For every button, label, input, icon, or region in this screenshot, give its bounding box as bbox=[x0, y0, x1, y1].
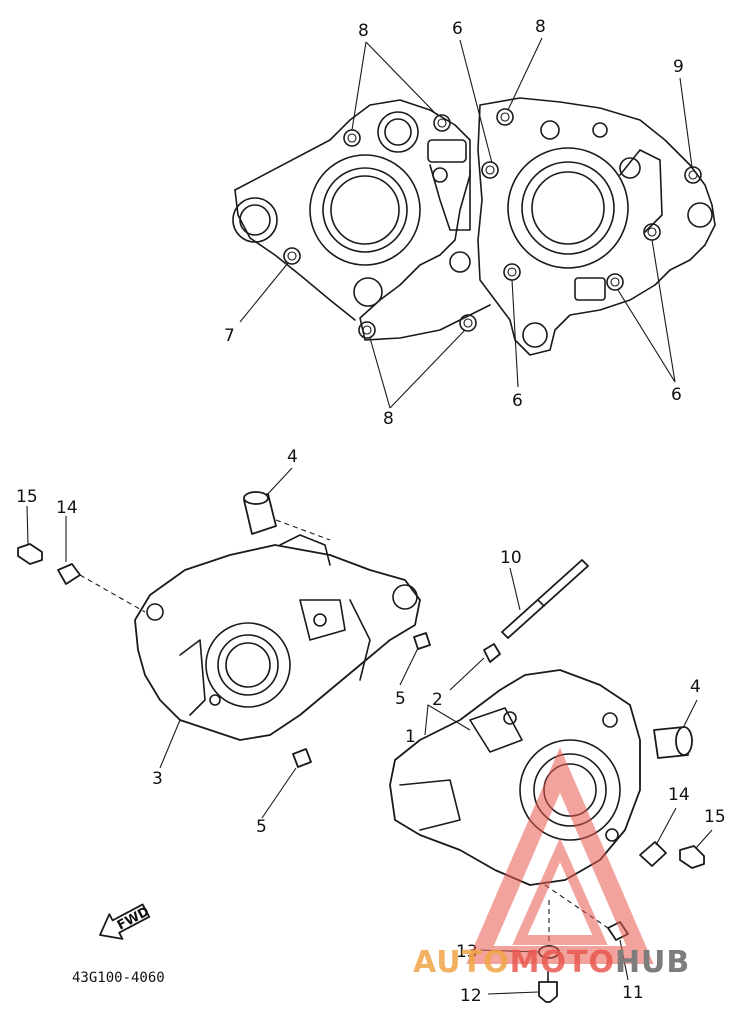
callout-6-bottom-mid: 6 bbox=[512, 391, 523, 411]
crankcase-inner-view bbox=[232, 37, 716, 409]
callout-4-left: 4 bbox=[287, 447, 298, 467]
part-15-bolt-right bbox=[679, 845, 705, 869]
top-leader-lines bbox=[239, 37, 693, 409]
callout-7: 7 bbox=[224, 326, 235, 346]
callout-8-bottom: 8 bbox=[383, 409, 394, 429]
callout-12: 12 bbox=[460, 986, 482, 1006]
watermark-hub: HUB bbox=[615, 945, 690, 980]
svg-text:AUTOMOTOHUB: AUTOMOTOHUB bbox=[413, 945, 690, 980]
callout-3: 3 bbox=[152, 769, 163, 789]
callout-9: 9 bbox=[673, 57, 684, 77]
part-14-clip-right bbox=[639, 841, 667, 867]
part-4-bushing-left bbox=[243, 491, 277, 535]
left-crankcase bbox=[134, 534, 421, 741]
bottom-callouts: 4 15 14 10 5 2 1 4 3 14 15 5 13 12 11 bbox=[16, 447, 726, 1006]
callout-2: 2 bbox=[432, 690, 443, 710]
part-10-shaft bbox=[501, 559, 589, 639]
callout-15-right: 15 bbox=[704, 807, 726, 827]
part-12-bolt bbox=[538, 971, 558, 1003]
callout-6-top: 6 bbox=[452, 19, 463, 39]
bolt-holes bbox=[283, 108, 702, 339]
bottom-leader-lines bbox=[26, 467, 713, 995]
callout-1: 1 bbox=[405, 727, 416, 747]
part-4-bushing-right bbox=[653, 726, 693, 759]
watermark-moto: MOTO bbox=[510, 945, 615, 980]
callout-6-bottom-right: 6 bbox=[671, 385, 682, 405]
callout-8-top-left: 8 bbox=[358, 21, 369, 41]
part-2-fitting bbox=[483, 643, 501, 663]
watermark-auto: AUTO bbox=[413, 945, 510, 980]
callout-4-right: 4 bbox=[690, 677, 701, 697]
callout-8-top-right: 8 bbox=[535, 17, 546, 37]
part-15-bolt-left bbox=[17, 543, 43, 565]
watermark: AUTOMOTOHUB bbox=[413, 747, 690, 980]
callout-14-right: 14 bbox=[668, 785, 690, 805]
watermark-triangle-logo bbox=[466, 747, 654, 964]
top-callouts: 8 6 8 9 7 8 6 6 bbox=[224, 17, 684, 429]
fwd-arrow: FWD bbox=[99, 903, 152, 940]
callout-10: 10 bbox=[500, 548, 522, 568]
part-14-clip-left bbox=[57, 563, 81, 585]
part-5-dowels bbox=[292, 632, 431, 768]
callout-15-left: 15 bbox=[16, 487, 38, 507]
callout-11: 11 bbox=[622, 983, 644, 1003]
callout-5-lower: 5 bbox=[256, 817, 267, 837]
callout-5-upper: 5 bbox=[395, 689, 406, 709]
diagram-code: 43G100-4060 bbox=[72, 970, 165, 986]
callout-14-left: 14 bbox=[56, 498, 78, 518]
